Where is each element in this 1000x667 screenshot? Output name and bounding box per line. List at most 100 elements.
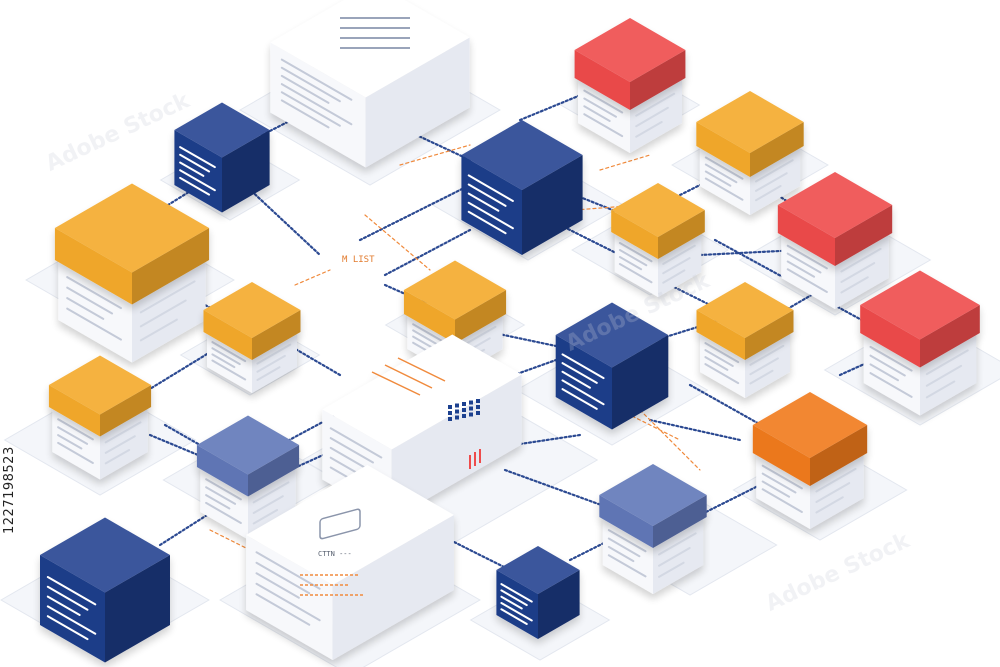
alert-node-orange-4-lid [752,392,868,486]
data-node-orange-1-body-line [139,299,187,328]
data-node-orange-5-body-line [662,257,691,275]
server-cube-navy-3-line [561,370,591,389]
data-node-orange-2-body-line [57,434,83,450]
hub-grid-dot [469,400,473,405]
connection-line [158,508,217,547]
data-node-orange-4-lid-left-face [403,290,455,344]
central-server-hub-line [329,427,383,459]
storage-node-slate-2-body-line [607,537,641,558]
server-cube-navy-2-line [467,192,500,212]
data-node-orange-3-lid-top-face [203,282,301,338]
central-server-hub-line [329,437,374,464]
data-node-orange-6-body-line [704,363,740,385]
server-cube-navy-1-line [179,176,211,196]
server-cube-navy-3-top-face [555,302,669,368]
data-node-orange-1-body-line [66,276,122,310]
server-cube-navy-4 [40,517,170,663]
alert-node-red-1-body-line [583,105,611,122]
alert-node-red-2-body-line [786,268,828,293]
storage-node-slate-1-body-line [205,494,231,510]
central-server-hub-line [329,446,366,469]
hub-top-indicator-line [397,357,446,382]
document-panel-top-line [280,66,341,103]
data-node-orange-2-body-line [104,421,142,444]
data-node-orange-6-body-line [704,342,740,364]
server-cube-navy-4-line [46,576,97,606]
connection-line [648,418,742,442]
alert-node-orange-4-lid-left-face [752,425,810,486]
connection-line [358,183,472,242]
document-panel-top [270,0,470,168]
data-node-orange-3-body-line [256,366,281,381]
data-node-orange-6-body-line [749,357,779,376]
alert-node-red-1-lid [574,18,686,110]
hub-grid-dot [476,411,480,415]
storage-node-slate-1-lid [196,415,300,497]
connection-line [163,423,202,447]
data-node-orange-7-lid-left-face [696,122,750,177]
hub-grid-dot [476,399,480,403]
data-node-orange-3-lid-right-face [252,310,301,360]
server-cube-navy-3-line [561,388,598,410]
alert-node-red-1-lid-left-face [574,50,630,110]
alert-node-red-2-lid-top-face [777,172,893,238]
alert-node-red-3-lid-right-face [920,305,980,368]
server-cube-navy-5 [496,546,580,639]
data-node-orange-1-lid-right-face [132,228,210,305]
alert-node-red-2-body-line [786,260,816,278]
alert-node-red-2-body-line [786,252,822,274]
alert-node-red-2-lid-right-face [835,205,893,266]
document-panel-bottom-line [255,551,321,590]
data-node-orange-6-body-line [749,344,785,366]
document-panel-bottom-left-face [246,535,333,660]
hub-grid-dot [448,405,452,409]
storage-node-slate-1-body-line [205,501,242,524]
data-node-orange-3-body-line [256,343,292,365]
storage-node-slate-2-lid-left-face [599,495,653,548]
alert-node-red-2-lid-left-face [777,205,835,266]
hub-grid-dot [462,402,466,406]
data-node-orange-2-body-line [57,426,89,445]
data-node-orange-2-body-line [104,435,136,454]
alert-node-orange-4-body-line [761,464,803,490]
data-node-orange-7-lid-right-face [750,122,804,177]
data-node-orange-3-body-line [256,354,286,373]
data-node-orange-7-body-line [755,159,794,183]
data-node-orange-3-body-line [211,359,247,381]
storage-node-slate-1-body-line [252,481,290,504]
alert-node-red-1-lid-top-face [574,18,686,82]
alert-node-red-1-body-line [583,97,617,118]
alert-node-red-3-lid [860,270,980,368]
data-node-orange-1-body-line [66,297,105,320]
connection-line [243,183,322,257]
hub-grid-dot [462,408,466,412]
data-node-orange-2-lid [48,355,152,437]
server-cube-navy-5-line [500,583,533,603]
data-node-orange-1-body-line [66,307,122,341]
data-node-orange-2-body-line [57,441,94,464]
document-panel-top-line [280,74,330,104]
alert-node-red-3-body-line [925,364,963,387]
server-cube-navy-4-line [46,615,89,641]
data-node-orange-7-lid-top-face [696,91,804,153]
data-node-orange-5-lid-right-face [658,210,705,259]
data-node-orange-6-lid-right-face [745,310,794,360]
server-cube-navy-3-right-face [612,335,669,430]
alert-node-orange-4-lid-right-face [810,425,868,486]
data-node-orange-2-body-line [57,418,94,441]
server-cube-navy-4-line [46,585,89,611]
network-nodes [40,0,980,663]
document-panel-top-line [280,91,341,127]
alert-node-red-3-body-left-face [863,333,920,416]
stock-id-text: 1227198523 [2,446,17,534]
connection-line [639,409,701,471]
alert-node-orange-4-body-line [761,480,791,498]
alert-node-red-3-body-line [869,363,899,382]
storage-node-slate-1-lid-top-face [196,415,300,475]
data-node-orange-3-lid-left-face [203,310,252,360]
alert-node-red-2-body-line [786,244,828,270]
server-cube-navy-4-line [46,605,97,635]
connection-line [364,214,431,271]
data-node-orange-3-lid [203,282,301,360]
data-node-orange-2-lid-right-face [100,385,152,437]
